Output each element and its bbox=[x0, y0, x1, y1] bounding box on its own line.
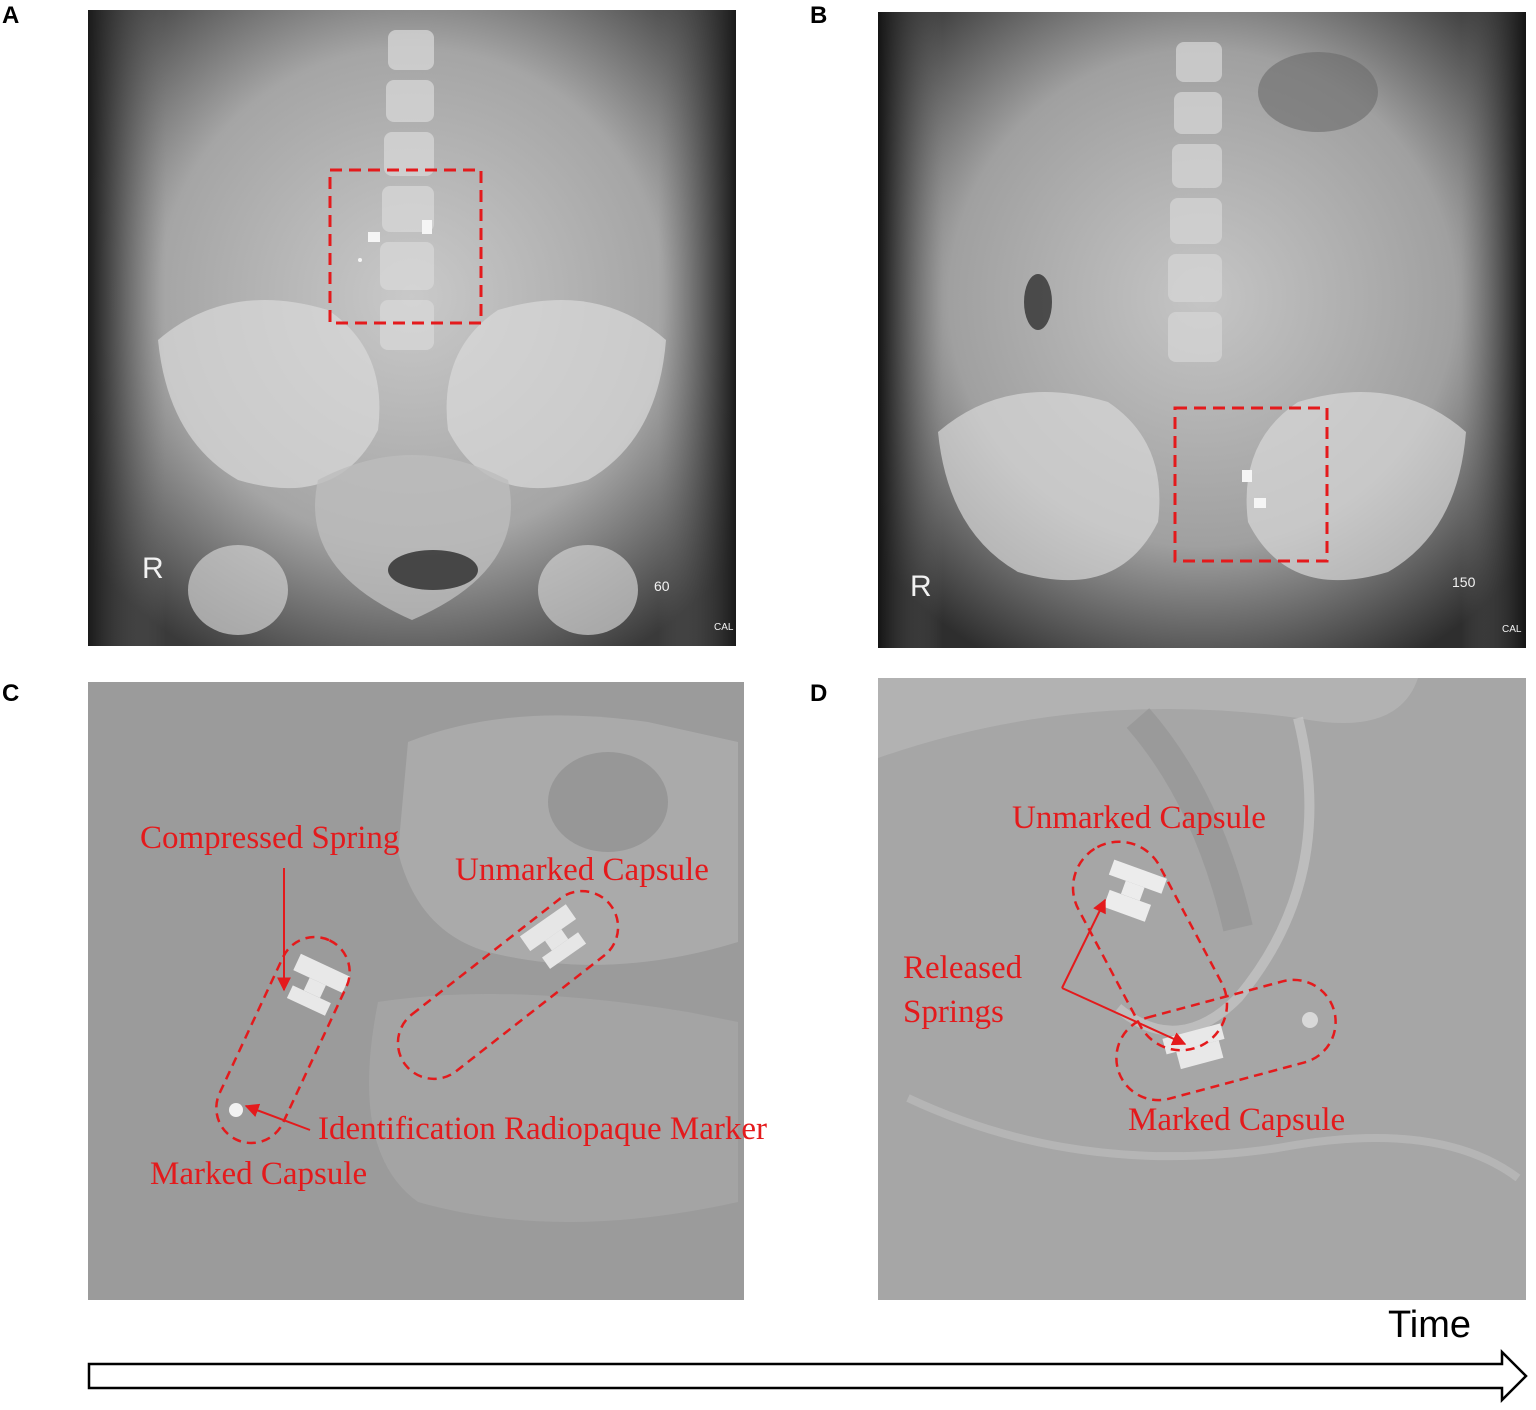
label-radiopaque-marker: Identification Radiopaque Marker bbox=[318, 1111, 767, 1147]
side-marker-a: R bbox=[142, 552, 164, 585]
time-label: Time bbox=[1388, 1304, 1472, 1346]
xray-panel-c bbox=[88, 682, 744, 1300]
label-marked-capsule-d: Marked Capsule bbox=[1128, 1102, 1346, 1138]
xray-image-d bbox=[878, 678, 1526, 1300]
xray-image-b bbox=[878, 12, 1526, 648]
exposure-label-b: 150 bbox=[1452, 574, 1476, 590]
xray-panel-b: R 150 CAL bbox=[878, 12, 1526, 648]
label-compressed-spring: Compressed Spring bbox=[140, 820, 400, 856]
panel-letter-d: D bbox=[810, 680, 828, 707]
xray-image-a bbox=[88, 10, 736, 646]
panel-letter-b: B bbox=[810, 2, 828, 29]
xray-panel-a: R 60 CAL bbox=[88, 10, 736, 646]
cal-label-a: CAL bbox=[714, 622, 734, 633]
label-released-springs-line1: Released bbox=[903, 950, 1023, 986]
panel-letter-c: C bbox=[2, 680, 20, 707]
cal-label-b: CAL bbox=[1502, 624, 1522, 635]
label-marked-capsule-c: Marked Capsule bbox=[150, 1156, 368, 1192]
side-marker-b: R bbox=[910, 570, 932, 603]
label-unmarked-capsule-d: Unmarked Capsule bbox=[1012, 800, 1266, 836]
xray-panel-d bbox=[878, 678, 1526, 1300]
exposure-label-a: 60 bbox=[654, 578, 670, 594]
panel-letter-a: A bbox=[2, 2, 20, 29]
label-unmarked-capsule-c: Unmarked Capsule bbox=[455, 852, 709, 888]
label-released-springs-line2: Springs bbox=[903, 994, 1004, 1030]
xray-image-c bbox=[88, 682, 744, 1300]
time-arrow bbox=[87, 1348, 1528, 1404]
